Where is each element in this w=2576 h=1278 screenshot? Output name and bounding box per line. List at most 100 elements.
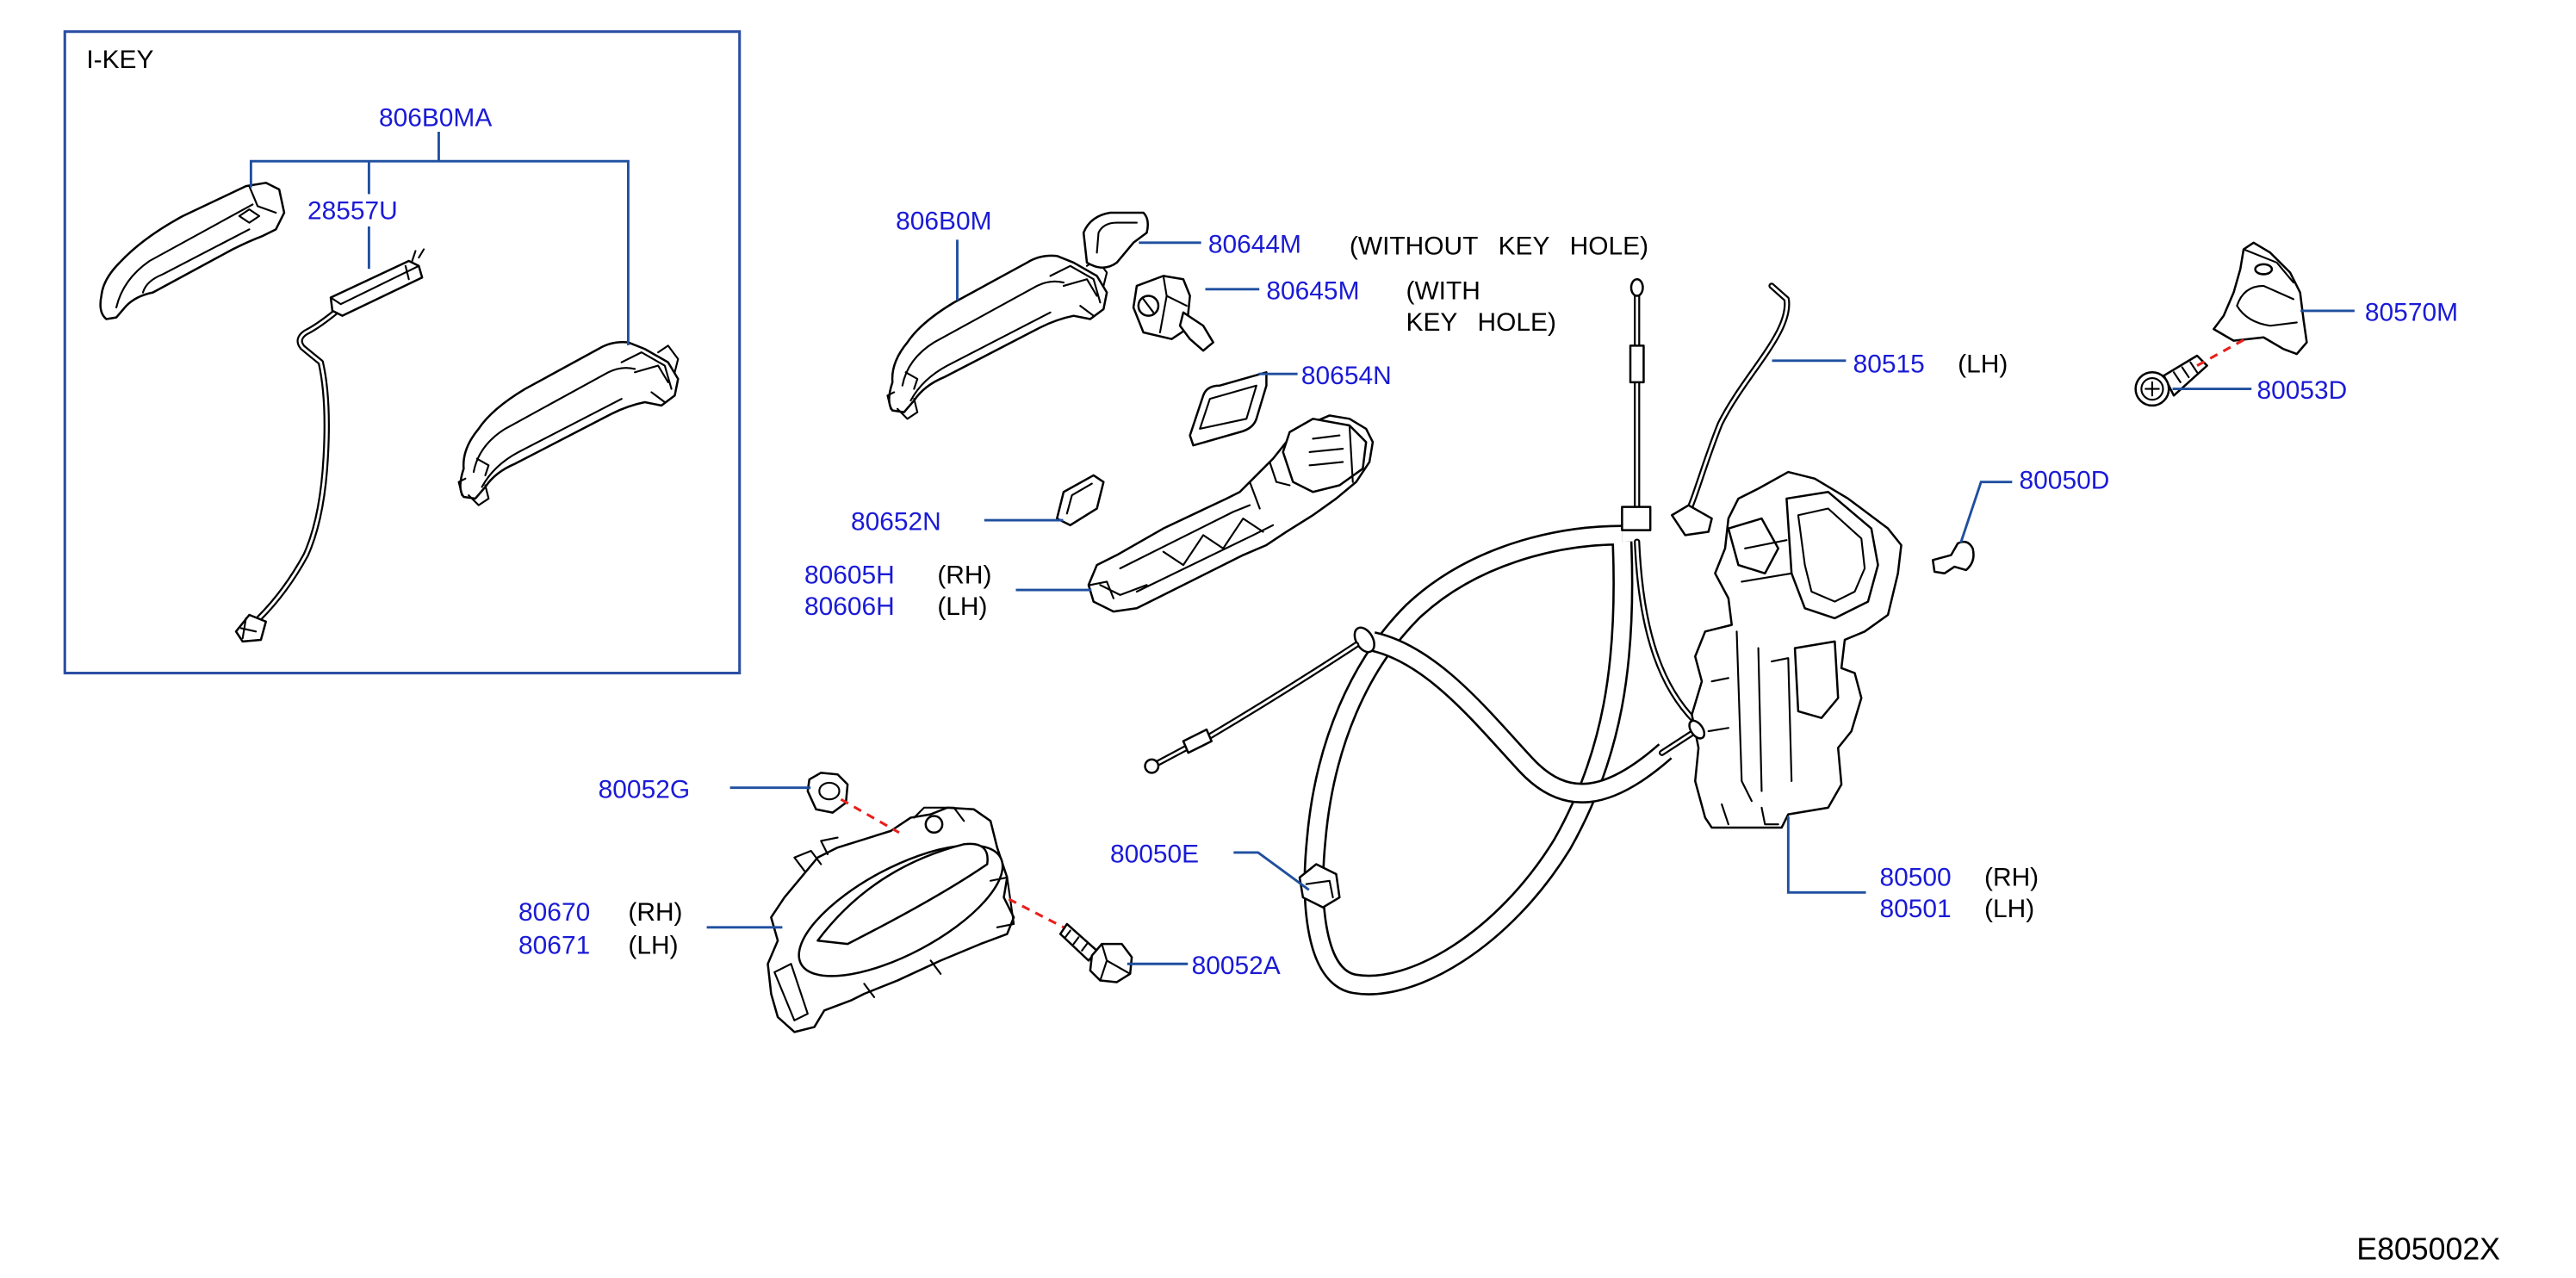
inside-cable-inner [1157, 643, 1358, 765]
inset-sensor [234, 248, 425, 643]
callout-80052g[interactable]: 80052G [599, 775, 690, 803]
lock-cables [1144, 277, 1791, 996]
door-lock-motor-inner [1797, 507, 1866, 603]
callout-80670[interactable]: 80670 [518, 898, 590, 927]
assembly-dashed-lines [840, 338, 2246, 929]
leader-806b0ma [249, 131, 630, 345]
sensor-harness-inner [258, 307, 341, 620]
callout-80500[interactable]: 80500 [1879, 864, 1951, 892]
lock-rod-clip [1671, 504, 1713, 537]
callout-80671[interactable]: 80671 [518, 932, 590, 960]
dashed-handle-to-screw [1008, 897, 1065, 929]
handle-gasket-rear [1056, 474, 1105, 527]
illustration-code: E805002X [2356, 1232, 2500, 1267]
leader-80500 [1786, 816, 1866, 894]
sensor-body [329, 259, 424, 317]
striker-screw-cross [2145, 381, 2160, 397]
callout-80644m[interactable]: 80644M [1208, 230, 1301, 258]
striker-screw [2134, 354, 2208, 407]
inside-handle-screw-head-detail [1099, 943, 1132, 982]
handle-bracket-spring [1308, 424, 1354, 483]
callout-80501[interactable]: 80501 [1879, 895, 1951, 923]
striker-screw-head-inner [2140, 376, 2164, 401]
inside-handle-lever [816, 842, 989, 946]
handle-cap-detail [1096, 221, 1138, 254]
side-note-lh: (LH) [1984, 895, 2034, 923]
callout-80053d[interactable]: 80053D [2257, 376, 2348, 405]
inside-cable-fitting [1182, 728, 1213, 754]
striker-loop [2236, 248, 2298, 327]
callout-28557u[interactable]: 28557U [307, 197, 398, 226]
grommet-hole [818, 781, 841, 801]
inset-title: I-KEY [86, 46, 153, 74]
note-with-key-hole-line2: KEY HOLE) [1406, 308, 1556, 337]
inset-handle-front [99, 182, 286, 320]
handle-gasket-rear-inner [1065, 482, 1093, 515]
inner-cable-inner [1636, 540, 1697, 723]
callout-80605h[interactable]: 80605H [804, 561, 895, 589]
cable-clip-detail [1305, 879, 1334, 899]
callout-806b0m[interactable]: 806B0M [896, 207, 991, 235]
side-note-rh: (RH) [628, 898, 682, 927]
striker [2213, 241, 2308, 356]
sensor-harness-outer [256, 306, 343, 622]
note-without-key-hole: (WITHOUT KEY HOLE) [1350, 232, 1648, 260]
callout-80050d[interactable]: 80050D [2020, 466, 2110, 494]
callout-80570m[interactable]: 80570M [2365, 298, 2458, 326]
front-hose-inner [1370, 633, 1671, 802]
inside-handle-screw-threads [1064, 929, 1089, 952]
lock-pin [1931, 540, 1975, 575]
side-note-rh: (RH) [1984, 864, 2039, 892]
inset-handle-front-detail [115, 185, 277, 309]
leader-80050d [1959, 481, 2013, 543]
lock-rod-inner [1684, 284, 1789, 520]
side-note-lh: (LH) [1958, 350, 2008, 378]
grommet-outline [806, 772, 849, 814]
front-hose-end-cable-inner [1660, 729, 1697, 754]
door-lock-cable-fitting [1688, 719, 1706, 740]
key-cylinder-body [1132, 275, 1191, 340]
handle-gasket-rear-outline [1056, 474, 1105, 527]
striker-screw-threads [2172, 361, 2199, 383]
handle-gasket-front-outline [1189, 371, 1268, 447]
callout-80515[interactable]: 80515 [1853, 350, 1925, 378]
inset-handle-rear [457, 340, 680, 506]
lock-pin-outline [1931, 540, 1975, 575]
leader-80050e [1233, 851, 1310, 891]
callout-80654n[interactable]: 80654N [1301, 362, 1392, 390]
inside-cable-end [1144, 758, 1160, 774]
callout-80652n[interactable]: 80652N [851, 508, 941, 537]
top-cable-fitting [1629, 344, 1645, 384]
callout-80645m[interactable]: 80645M [1266, 276, 1359, 305]
inner-cable-outer [1634, 538, 1698, 725]
side-note-lh: (LH) [628, 932, 678, 960]
labels: I-KEY 806B0MA 28557U 806B0M 80644M (WITH… [86, 46, 2500, 1267]
handle-gasket-front-inner [1199, 384, 1257, 430]
inside-handle-screw-hole [924, 815, 944, 834]
door-lock-lower-box [1793, 640, 1840, 719]
handle-bracket [1087, 414, 1375, 613]
door-lock-actuator [1688, 470, 1903, 829]
sensor-connector-detail [239, 617, 258, 640]
handle-cap-outline [1082, 211, 1149, 269]
handle-gasket-front [1189, 371, 1268, 447]
cable-clip [1298, 863, 1341, 909]
outer-handle [886, 254, 1108, 420]
side-note-rh: (RH) [937, 561, 991, 589]
dashed-grommet-to-handle [840, 797, 900, 834]
cable-junction [1621, 506, 1652, 531]
key-cylinder [1132, 275, 1214, 352]
leader-lines [249, 131, 2355, 965]
callout-80052a[interactable]: 80052A [1192, 952, 1281, 980]
callout-806b0ma[interactable]: 806B0MA [379, 104, 492, 133]
inside-handle-screw [1058, 922, 1133, 983]
callout-80606h[interactable]: 80606H [804, 592, 895, 621]
handle-bracket-ribs [1089, 461, 1291, 599]
striker-screw-shank [2163, 354, 2208, 397]
callout-80050e[interactable]: 80050E [1110, 841, 1199, 869]
inside-handle [767, 806, 1015, 1033]
dashed-screw-to-striker [2196, 338, 2246, 367]
top-cable-end [1629, 277, 1644, 297]
side-note-lh: (LH) [937, 592, 987, 621]
